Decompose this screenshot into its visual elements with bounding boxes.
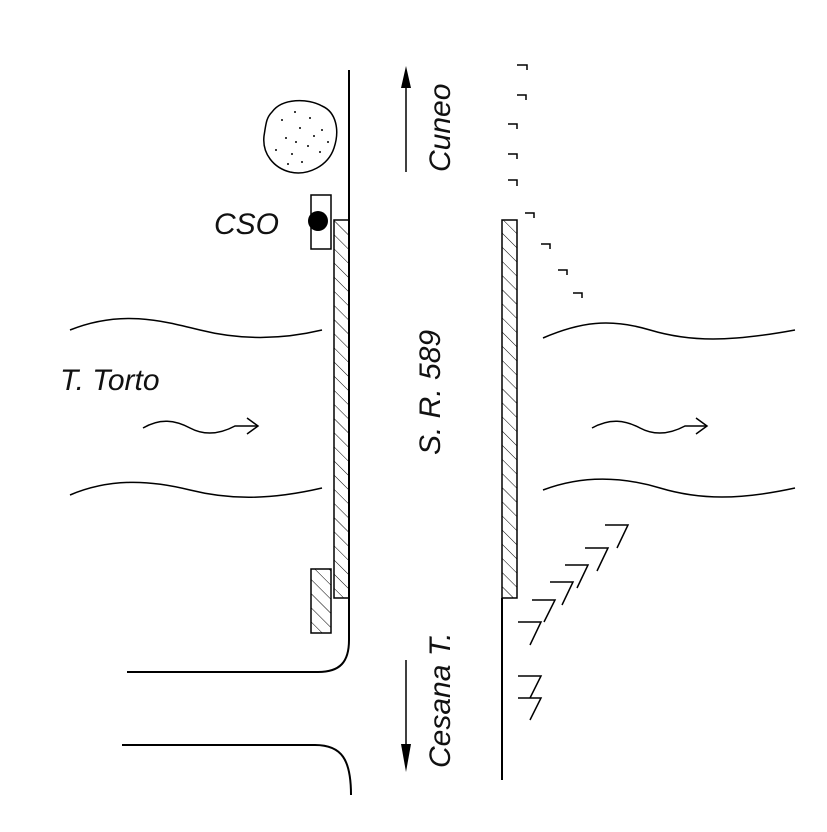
bridge-parapet-east <box>501 219 518 599</box>
tree-icon <box>263 99 338 174</box>
cso-label: CSO <box>214 208 279 241</box>
north-direction-arrow-icon <box>401 66 411 172</box>
flow-arrow-east-icon <box>591 417 709 435</box>
north-destination-label: Cuneo <box>424 84 457 172</box>
stream-bank-north-west <box>69 317 323 339</box>
stream-bank-south-west <box>69 481 323 498</box>
stream-bank-north-east <box>542 322 796 340</box>
road-edge-west <box>122 70 352 796</box>
flow-arrow-west-icon <box>142 417 260 435</box>
south-destination-label: Cesana T. <box>424 632 457 768</box>
embankment-hachures-north <box>508 64 583 298</box>
stream-label: T. Torto <box>60 364 160 397</box>
stream-bank-south-east <box>542 478 796 498</box>
abutment-south-west <box>310 568 332 634</box>
road-label: S. R. 589 <box>414 330 447 455</box>
south-direction-arrow-icon <box>401 660 411 772</box>
bridge-parapet-west <box>333 219 350 599</box>
cso-marker-icon <box>308 211 328 231</box>
embankment-hachures-south <box>518 524 630 721</box>
